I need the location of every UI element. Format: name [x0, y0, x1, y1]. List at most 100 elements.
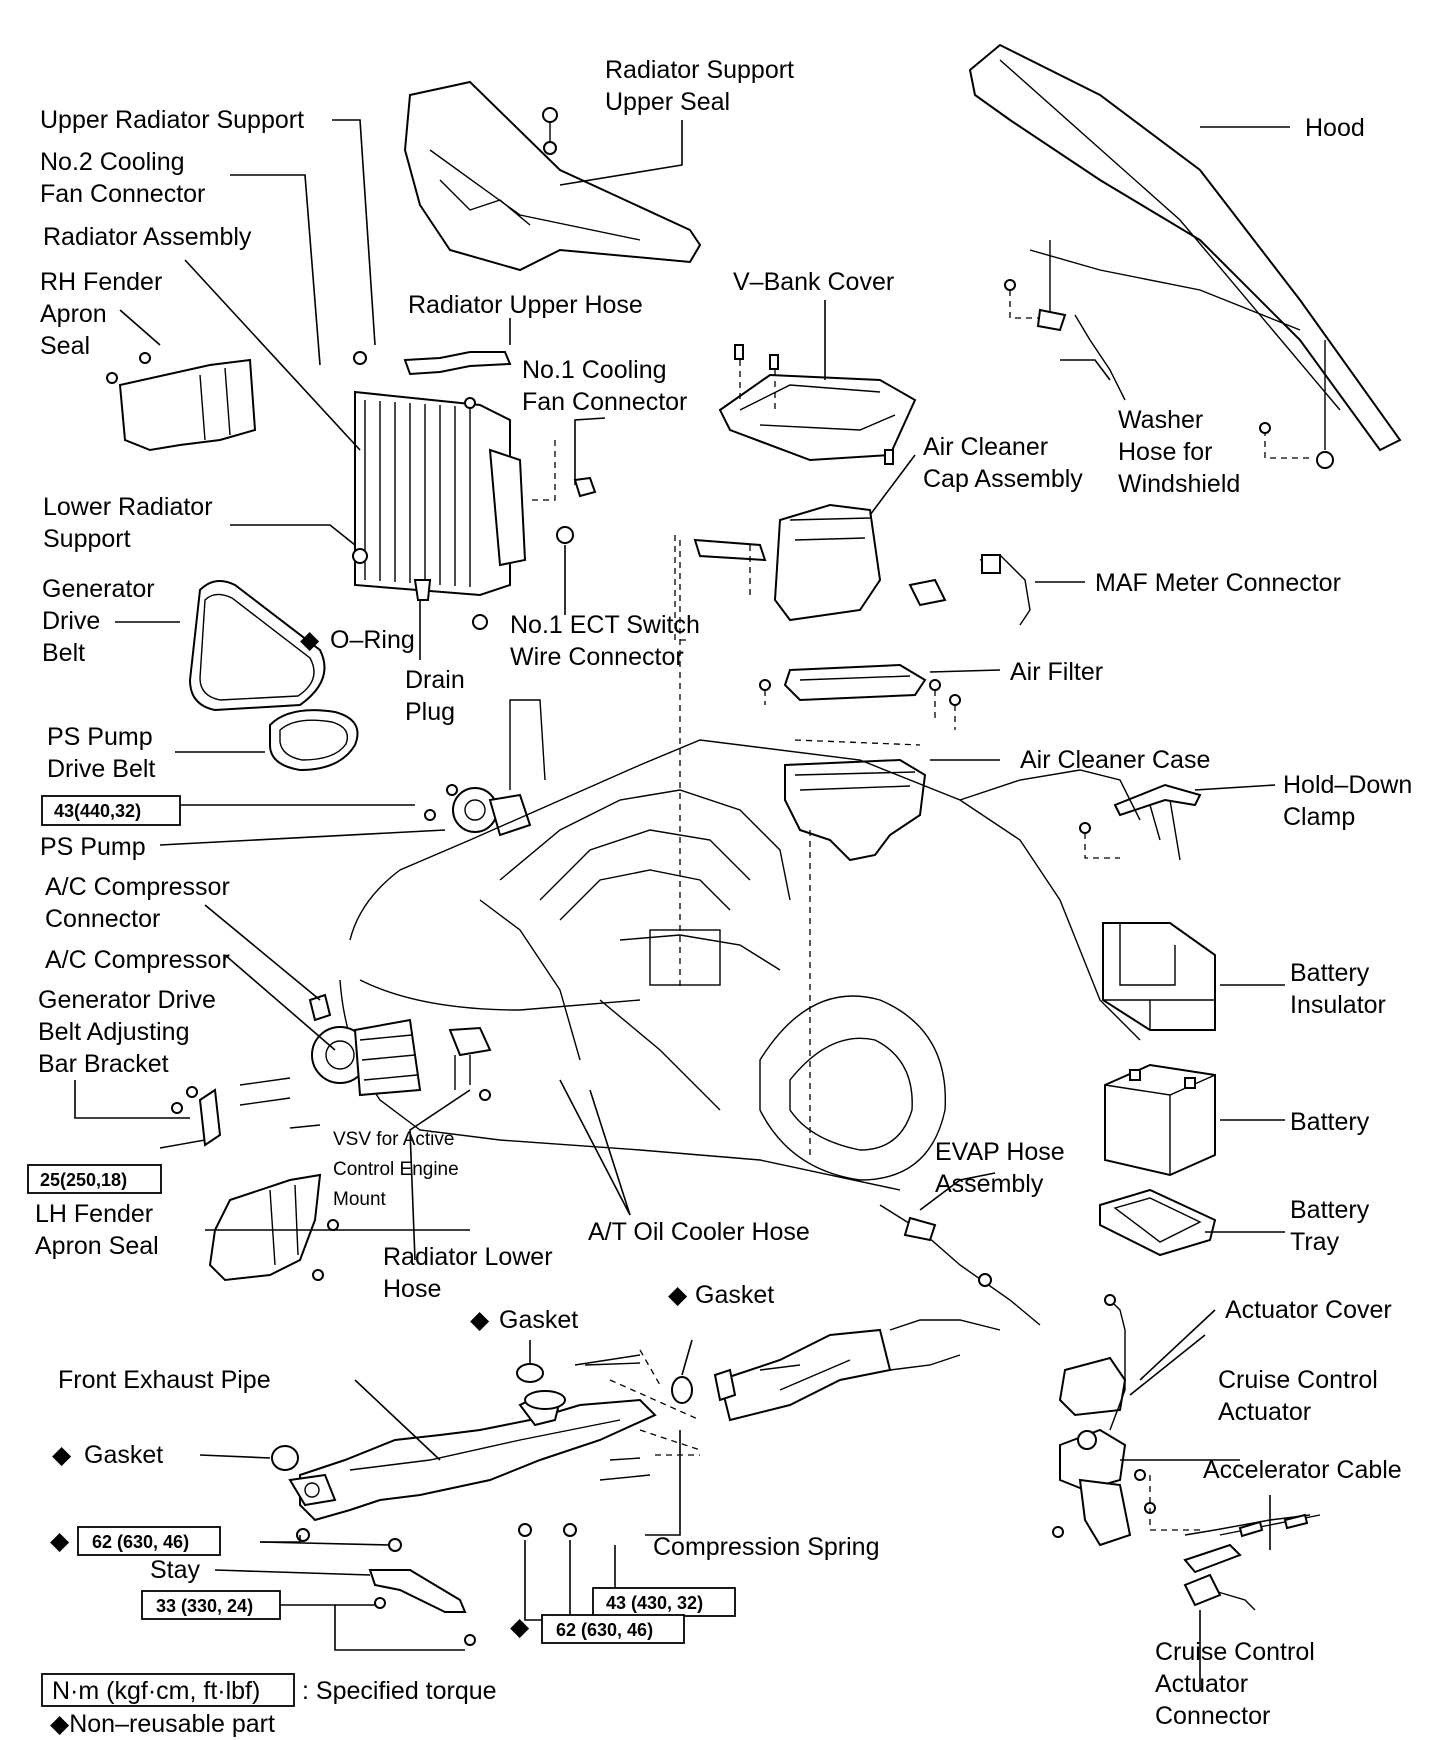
label-radiator-assembly: Radiator Assembly — [43, 223, 252, 251]
label-vsv: VSV for Active — [333, 1129, 454, 1150]
torque-bracket: 25(250,18) — [40, 1170, 127, 1190]
label-no1-ect-switch: No.1 ECT Switch — [510, 611, 700, 639]
evap-hose-icon — [879, 1204, 1041, 1326]
label-air-cleaner-cap: Air Cleaner — [923, 433, 1048, 461]
hold-down-clamp-icon — [1079, 783, 1202, 861]
label-cruise-control-actuator: Cruise Control — [1218, 1366, 1378, 1394]
label-battery: Battery — [1290, 1108, 1370, 1136]
label-no2-cooling-fan-connector: No.2 Cooling — [40, 148, 185, 176]
label-generator-bracket-2: Belt Adjusting — [38, 1018, 190, 1046]
label-drain-plug: Drain — [405, 666, 465, 694]
label-no1-cooling-fan-connector-2: Fan Connector — [522, 388, 687, 416]
drive-belt-icon — [188, 580, 359, 772]
label-radiator-lower-hose: Radiator Lower — [383, 1243, 553, 1271]
ps-pump-icon — [424, 699, 546, 837]
battery-icon — [1104, 1063, 1216, 1177]
label-washer-hose: Washer — [1118, 406, 1203, 434]
label-hood: Hood — [1305, 114, 1365, 142]
label-ps-pump-drive-belt-2: Drive Belt — [47, 755, 155, 783]
label-radiator-support-upper-seal: Radiator Support — [605, 56, 794, 84]
label-air-cleaner-case: Air Cleaner Case — [1020, 746, 1210, 774]
label-front-exhaust-pipe: Front Exhaust Pipe — [58, 1366, 271, 1394]
label-upper-radiator-support: Upper Radiator Support — [40, 106, 304, 134]
engine-bay-icon — [339, 540, 1141, 1191]
label-v-bank-cover: V–Bank Cover — [733, 268, 894, 296]
torque-stay: 33 (330, 24) — [156, 1596, 253, 1616]
label-maf-meter-connector: MAF Meter Connector — [1095, 569, 1341, 597]
legend-torque-unit: N·m (kgf·cm, ft·lbf) — [52, 1677, 260, 1705]
torque-specs: 43(440,32) 25(250,18) ◆ 62 (630, 46) 33 … — [27, 795, 736, 1644]
label-battery-insulator: Battery — [1290, 959, 1370, 987]
non-reusable-mark: ◆ — [300, 626, 320, 654]
label-rh-fender-apron-seal-2: Apron — [40, 300, 107, 328]
label-compression-spring: Compression Spring — [653, 1533, 880, 1561]
label-evap-hose: EVAP Hose — [935, 1138, 1065, 1166]
label-generator-bracket: Generator Drive — [38, 986, 216, 1014]
label-lower-radiator-support: Lower Radiator — [43, 493, 213, 521]
label-generator-drive-belt-3: Belt — [42, 639, 85, 667]
label-accelerator-cable: Accelerator Cable — [1203, 1456, 1402, 1484]
air-cleaner-case-icon — [784, 739, 927, 862]
label-ac-compressor: A/C Compressor — [45, 946, 230, 974]
label-drain-plug-2: Plug — [405, 698, 455, 726]
label-lh-fender-apron-seal-2: Apron Seal — [35, 1232, 159, 1260]
label-cruise-connector-2: Actuator — [1155, 1670, 1248, 1698]
label-gasket-upper-mid: Gasket — [499, 1306, 578, 1334]
catalytic-converter-icon — [713, 1319, 1001, 1422]
label-actuator-cover: Actuator Cover — [1225, 1296, 1392, 1324]
air-cleaner-cap-icon — [674, 503, 1031, 641]
label-washer-hose-2: Hose for — [1118, 438, 1212, 466]
label-ac-compressor-connector: A/C Compressor — [45, 873, 230, 901]
torque-exhaust-rear: 62 (630, 46) — [556, 1620, 653, 1640]
label-cruise-connector-3: Connector — [1155, 1702, 1270, 1730]
label-vsv-2: Control Engine — [333, 1159, 459, 1180]
legend: N·m (kgf·cm, ft·lbf) : Specified torque … — [41, 1673, 497, 1738]
hood-icon — [968, 43, 1402, 469]
battery-tray-icon — [1099, 1188, 1217, 1257]
part-labels: Radiator Support Upper Seal Upper Radiat… — [35, 56, 1412, 1730]
label-radiator-support-upper-seal-2: Upper Seal — [605, 88, 730, 116]
label-cruise-connector: Cruise Control — [1155, 1638, 1315, 1666]
exhaust-pipe-icon — [271, 1349, 701, 1646]
label-air-filter: Air Filter — [1010, 658, 1103, 686]
label-evap-hose-2: Assembly — [935, 1170, 1044, 1198]
label-generator-drive-belt: Generator — [42, 575, 155, 603]
non-reusable-mark: ◆ — [510, 1613, 530, 1641]
radiator-icon — [352, 351, 597, 630]
v-bank-cover-icon — [718, 344, 917, 465]
label-ps-pump: PS Pump — [40, 833, 146, 861]
label-washer-hose-3: Windshield — [1118, 470, 1240, 498]
legend-torque-desc: : Specified torque — [302, 1677, 497, 1705]
label-stay: Stay — [150, 1556, 201, 1584]
label-rh-fender-apron-seal: RH Fender — [40, 268, 162, 296]
non-reusable-mark: ◆ — [668, 1281, 688, 1309]
ac-compressor-icon — [159, 993, 492, 1149]
label-battery-tray: Battery — [1290, 1196, 1370, 1224]
non-reusable-mark: ◆ — [470, 1306, 490, 1334]
fender-apron-seal-icon-lh — [208, 1173, 339, 1282]
battery-insulator-icon — [1102, 922, 1216, 1031]
torque-exhaust-front: 62 (630, 46) — [92, 1532, 189, 1552]
label-at-oil-cooler-hose: A/T Oil Cooler Hose — [588, 1218, 810, 1246]
label-ps-pump-drive-belt: PS Pump — [47, 723, 153, 751]
label-cruise-control-actuator-2: Actuator — [1218, 1398, 1311, 1426]
label-battery-insulator-2: Insulator — [1290, 991, 1386, 1019]
label-lower-radiator-support-2: Support — [43, 525, 131, 553]
label-radiator-lower-hose-2: Hose — [383, 1275, 441, 1303]
label-radiator-upper-hose: Radiator Upper Hose — [408, 291, 643, 319]
torque-ps-pump: 43(440,32) — [54, 801, 141, 821]
non-reusable-mark: ◆ — [50, 1527, 70, 1555]
label-no1-cooling-fan-connector: No.1 Cooling — [522, 356, 667, 384]
non-reusable-mark: ◆ — [52, 1441, 72, 1469]
label-ac-compressor-connector-2: Connector — [45, 905, 160, 933]
label-vsv-3: Mount — [333, 1189, 387, 1210]
label-hold-down-clamp: Hold–Down — [1283, 771, 1412, 799]
label-no2-cooling-fan-connector-2: Fan Connector — [40, 180, 205, 208]
label-generator-drive-belt-2: Drive — [42, 607, 100, 635]
label-gasket-left: Gasket — [84, 1441, 163, 1469]
air-filter-icon — [759, 663, 961, 730]
leader-lines — [74, 119, 1290, 1690]
label-air-cleaner-cap-2: Cap Assembly — [923, 465, 1083, 493]
label-gasket-upper-right: Gasket — [695, 1281, 774, 1309]
radiator-support-seal-icon — [403, 80, 702, 272]
